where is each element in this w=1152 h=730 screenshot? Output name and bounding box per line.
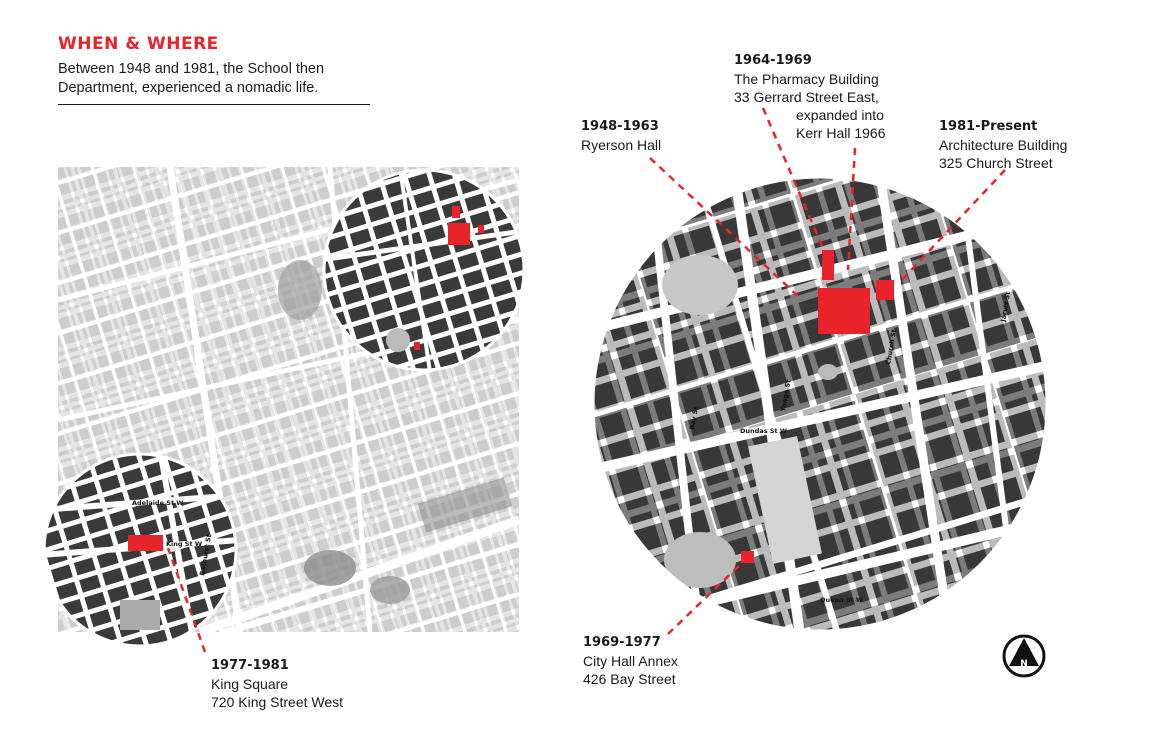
location-architecture-building: 1981-Present Architecture Building 325 C… xyxy=(939,118,1067,172)
location-name: Ryerson Hall xyxy=(581,137,662,153)
kerr-hall-building xyxy=(818,288,870,334)
location-years: 1964-1969 xyxy=(734,53,812,68)
location-name: King Square xyxy=(211,676,289,692)
location-address: 426 Bay Street xyxy=(583,671,676,687)
street-label-adelaide: Adelaide St W xyxy=(132,499,183,507)
leader-lines xyxy=(166,107,1006,653)
location-name: City Hall Annex xyxy=(583,653,678,669)
location-name: Architecture Building xyxy=(939,137,1068,153)
page-subtitle: Between 1948 and 1981, the School then D… xyxy=(58,61,325,96)
location-years: 1969-1977 xyxy=(583,635,661,650)
location-ryerson-hall: 1948-1963 Ryerson Hall xyxy=(581,118,661,154)
location-city-hall-annex: 1969-1977 City Hall Annex 426 Bay Street xyxy=(583,634,678,688)
north-arrow-icon: N xyxy=(1002,634,1046,678)
location-years: 1977-1981 xyxy=(211,658,289,673)
location-years: 1981-Present xyxy=(939,119,1038,134)
street-label-dundas: Dundas St W xyxy=(740,427,787,435)
location-pharmacy-building: 1964-1969 The Pharmacy Building 33 Gerra… xyxy=(734,52,886,142)
pharmacy-building xyxy=(822,250,834,280)
street-label-bay: Bay St xyxy=(688,406,700,430)
street-label-queen: Queen St W xyxy=(820,596,863,604)
location-note: expanded into xyxy=(796,107,884,123)
location-name: The Pharmacy Building xyxy=(734,71,879,87)
location-address: 33 Gerrard Street East, xyxy=(734,89,879,105)
location-years: 1948-1963 xyxy=(581,119,659,134)
zoom-circle-downtown xyxy=(322,168,526,372)
north-arrow-label: N xyxy=(1020,659,1028,669)
page-title: WHEN & WHERE xyxy=(58,34,219,54)
location-address: 325 Church Street xyxy=(939,155,1053,171)
location-note: Kerr Hall 1966 xyxy=(796,125,886,141)
architecture-building xyxy=(876,280,894,300)
divider xyxy=(58,104,370,105)
location-address: 720 King Street West xyxy=(211,694,344,710)
street-label-king: King St W xyxy=(166,540,202,548)
zoom-circle-king-west: Adelaide St W King St W Bathurst St xyxy=(42,452,238,648)
location-king-square: 1977-1981 King Square 720 King Street We… xyxy=(211,657,343,711)
